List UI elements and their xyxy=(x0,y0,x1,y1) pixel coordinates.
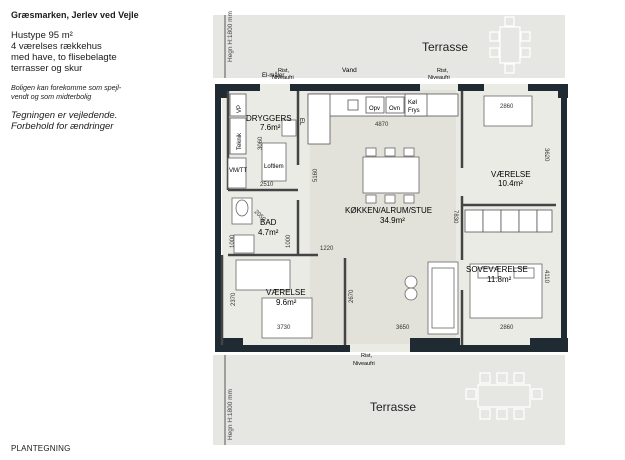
room-bath-name: BAD xyxy=(260,218,277,227)
oven-label: Ovn xyxy=(389,106,400,112)
garden-line: med have, to flisebelagte xyxy=(11,52,117,63)
disclaimer-line-1: Tegningen er vejledende. xyxy=(11,110,118,121)
terrace-bottom-area xyxy=(213,355,565,445)
dim-3650: 3650 xyxy=(396,325,410,331)
dim-1000a: 1000 xyxy=(230,234,236,248)
dim-4870: 4870 xyxy=(375,122,389,128)
grate-bottom-2: Niveaufri xyxy=(353,361,375,367)
project-title: Græsmarken, Jerlev ved Vejle xyxy=(11,10,139,20)
washer-label: VM/TT xyxy=(229,168,247,174)
dim-3730: 3730 xyxy=(277,325,291,331)
dim-5160: 5160 xyxy=(313,168,319,182)
room-bath-area: 4.7m² xyxy=(258,228,279,237)
dim-2860-bottom: 2860 xyxy=(500,325,514,331)
room-master-area: 11.8m² xyxy=(487,275,512,284)
kitchen-counter xyxy=(307,93,459,145)
terrace-top-table xyxy=(489,16,531,74)
room-bedroom-right-name: VÆRELSE xyxy=(491,170,531,179)
outer-walls xyxy=(215,84,568,352)
dim-1220: 1220 xyxy=(320,246,334,252)
room-master-name: SOVEVÆRELSE xyxy=(466,265,528,274)
room-bedroom-left-name: VÆRELSE xyxy=(266,288,306,297)
attic-hatch-label: Loftlem xyxy=(264,164,284,170)
dim-1000b: 1000 xyxy=(286,234,292,248)
grate-top-right-1: Rist, xyxy=(437,68,448,74)
dim-3060: 3060 xyxy=(258,136,264,150)
room-bedroom-left-area: 9.6m² xyxy=(276,298,297,307)
el-meter-label: El-måler xyxy=(262,72,284,79)
beds xyxy=(235,95,543,339)
mirror-note-line-1: Boligen kan forekomme som spejl- xyxy=(11,83,122,92)
technical-cabinets xyxy=(229,93,247,155)
hedge-top-label: Hegn H:1800 mm xyxy=(227,11,234,62)
dim-7830: 7830 xyxy=(452,210,458,224)
dining-table xyxy=(362,147,420,204)
technical-label: Teknik xyxy=(237,132,243,150)
house-type: Hustype 95 m² xyxy=(11,30,73,41)
room-count: 4 værelses rækkehus xyxy=(11,41,102,52)
dim-4110: 4110 xyxy=(543,270,549,284)
fridge-label: Køl xyxy=(408,100,417,106)
bath-fixtures xyxy=(227,119,297,254)
sofa xyxy=(404,261,459,335)
dim-2670: 2670 xyxy=(349,289,355,303)
grate-top-right-2: Niveaufri xyxy=(428,75,450,81)
dim-2860-top: 2860 xyxy=(500,104,514,110)
dishwasher-label: Opv xyxy=(369,106,380,112)
house-description: Hustype 95 m² 4 værelses rækkehus med ha… xyxy=(11,30,211,74)
room-dryggers-name: DRYGGERS xyxy=(246,114,292,123)
water-label: Vand xyxy=(342,67,357,74)
wardrobe xyxy=(464,209,553,233)
terrace-top-label: Terrasse xyxy=(422,40,468,54)
electric-label: EL xyxy=(298,118,304,126)
grate-bottom-1: Rist, xyxy=(361,353,372,359)
freezer-label: Frys xyxy=(408,108,420,114)
terrace-bottom-table xyxy=(465,372,543,420)
room-dryggers-area: 7.6m² xyxy=(260,123,281,132)
mirror-note: Boligen kan forekomme som spejl- vendt o… xyxy=(11,83,211,101)
dim-3620: 3620 xyxy=(543,148,549,162)
plan-info: Græsmarken, Jerlev ved Vejle Hustype 95 … xyxy=(11,10,211,132)
grate-top-left-1: Rist, xyxy=(278,68,289,74)
dim-2370: 2370 xyxy=(231,292,237,306)
dim-2510: 2510 xyxy=(260,182,274,188)
terrace-top-area xyxy=(213,15,565,78)
terrace-line: terrasser og skur xyxy=(11,63,83,74)
terrace-bottom-label: Terrasse xyxy=(370,400,416,414)
room-kitchen-area: 34.9m² xyxy=(380,216,405,225)
drawing-label: PLANTEGNING xyxy=(11,444,71,453)
disclaimer: Tegningen er vejledende. Forbehold for æ… xyxy=(11,110,211,132)
room-bedroom-right-area: 10.4m² xyxy=(498,179,523,188)
mirror-note-line-2: vendt og som midterbolig xyxy=(11,92,92,101)
room-kitchen-name: KØKKEN/ALRUM/STUE xyxy=(345,206,432,215)
disclaimer-line-2: Forbehold for ændringer xyxy=(11,121,114,132)
hedge-bottom-label: Hegn H:1800 mm xyxy=(227,389,234,440)
grate-top-left-2: Niveaufri xyxy=(272,75,294,81)
heat-pump-label: VP xyxy=(237,105,243,113)
